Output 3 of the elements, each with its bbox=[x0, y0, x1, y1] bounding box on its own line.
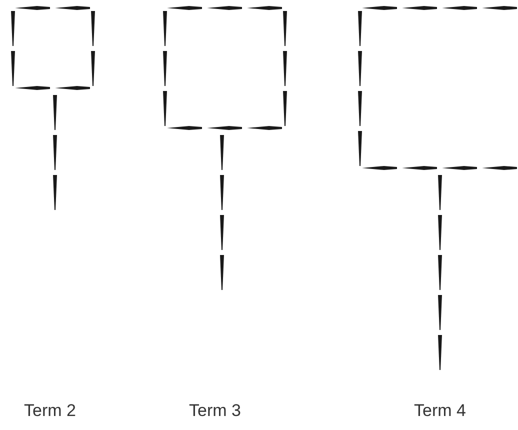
term-label: Term 3 bbox=[189, 401, 241, 421]
term-label: Term 2 bbox=[24, 401, 76, 421]
term-label: Term 4 bbox=[414, 401, 466, 421]
